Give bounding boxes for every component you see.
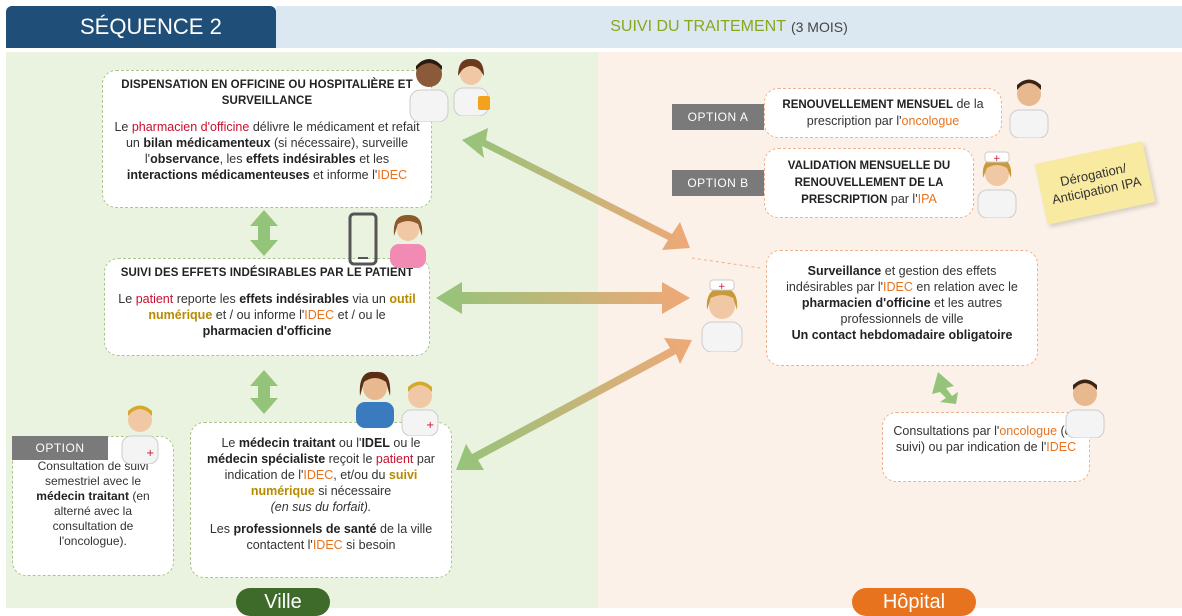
arrow-icon [436,282,690,314]
option-a-tag: OPTION A [672,104,764,130]
arrow-icon [250,210,278,256]
doctor-icon [1009,79,1049,138]
pharmacist-icon [409,59,449,122]
option-b-tag: OPTION B [672,170,764,196]
option-ville-tag: OPTION [12,436,108,460]
doctor-icon [356,371,394,428]
svg-text:+: + [718,282,726,292]
doctor-icon: + [401,381,439,436]
svg-text:+: + [993,154,1001,164]
card-consultations: Consultations par l'oncologue (de suivi)… [882,412,1090,482]
pharmacist-icon [453,58,490,116]
card-effets-indesirables: Suivi des effets indésirables par le pat… [104,258,430,356]
doctor-icon: + [121,405,159,464]
arrow-icon [932,372,958,404]
arrow-icon [456,338,692,470]
sequence-badge: SÉQUENCE 2 [6,6,276,48]
smartphone-icon [348,212,378,266]
nurse-icon: + [701,279,743,352]
doctor-icon [1065,379,1105,438]
patient-icon [390,214,426,268]
card-surveillance: Surveillance et gestion des effets indés… [766,250,1038,366]
ville-label: Ville [236,588,330,616]
card-medecin: Le médecin traitant ou l'IDEL ou le méde… [190,422,452,578]
svg-text:+: + [146,448,154,459]
header-title: SUIVI DU TRAITEMENT(3 MOIS) [276,6,1182,48]
option-b-card: Validation mensuelle du Renouvellement d… [764,148,974,218]
arrow-icon [462,128,690,250]
svg-text:+: + [426,420,434,431]
nurse-icon: + [977,151,1017,218]
hopital-label: Hôpital [852,588,976,616]
option-a-card: Renouvellement mensuel de la prescriptio… [764,88,1002,138]
arrow-icon [250,370,278,414]
card-dispensation: Dispensation en Officine ou hospitalière… [102,70,432,208]
